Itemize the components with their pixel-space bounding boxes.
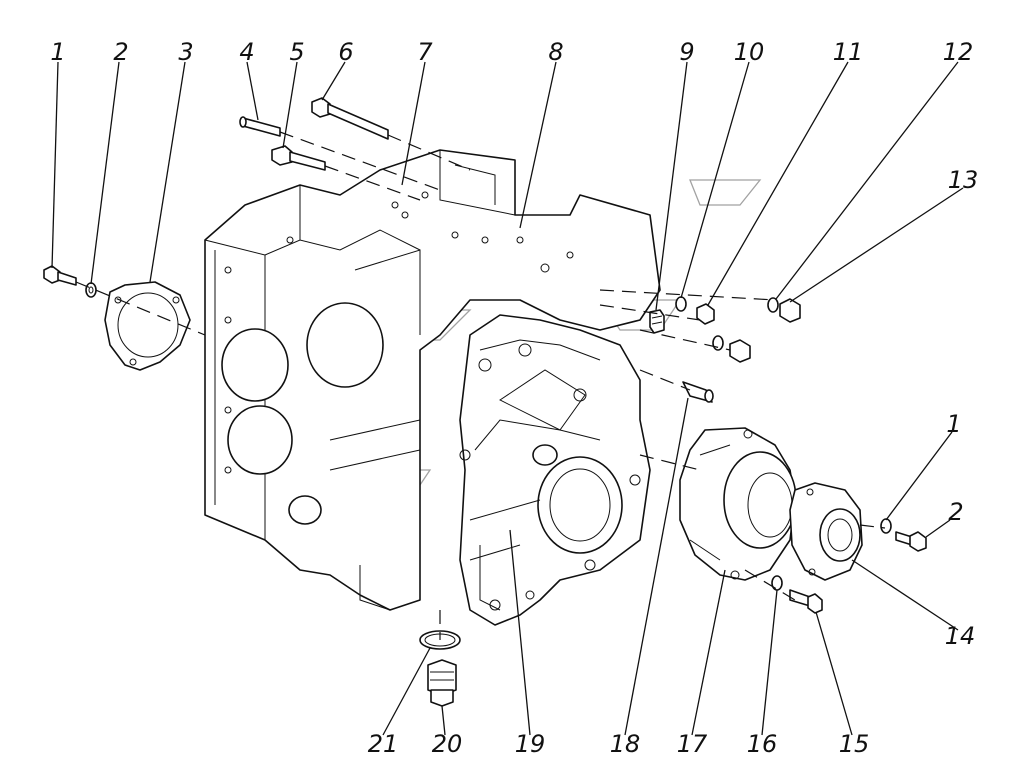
callout-labels: 1 2 3 4 5 6 7 8 9 10 11 12 13 1 2 14 15 …: [50, 38, 978, 758]
bolt-2-right: [895, 531, 927, 552]
callout-18: 18: [610, 730, 641, 758]
callout-12: 12: [943, 38, 974, 66]
callout-2-left: 2: [113, 38, 128, 66]
callout-19: 19: [515, 730, 546, 758]
callout-15: 15: [839, 730, 870, 758]
callout-2-right: 2: [948, 498, 963, 526]
drain-plug-20: [427, 659, 457, 707]
front-cover: [459, 314, 651, 626]
callout-6: 6: [338, 38, 353, 66]
callout-14: 14: [945, 622, 976, 650]
callout-20: 20: [432, 730, 463, 758]
nut-11: [696, 303, 715, 325]
callout-3: 3: [178, 38, 193, 66]
bearing-housing-17: [679, 427, 797, 581]
callout-1-right: 1: [946, 410, 961, 438]
bolt-5: [271, 145, 326, 171]
nut-11b: [729, 339, 751, 363]
washer-2-left: [85, 282, 97, 298]
callout-21: 21: [368, 730, 399, 758]
cover-14: [789, 482, 863, 581]
breather-9: [649, 309, 665, 334]
callout-11: 11: [833, 38, 864, 66]
callout-13: 13: [948, 166, 979, 194]
callout-7: 7: [417, 38, 433, 66]
callout-17: 17: [677, 730, 708, 758]
callout-16: 16: [747, 730, 778, 758]
callout-1-left: 1: [50, 38, 65, 66]
callout-10: 10: [734, 38, 765, 66]
bolt-15: [789, 589, 823, 614]
gasket-3: [104, 281, 191, 371]
leader-lines: [51, 61, 964, 736]
nut-13: [779, 298, 801, 323]
assembly-axes: [75, 131, 886, 640]
bolt-1-left: [43, 265, 77, 286]
washer-11b: [712, 335, 724, 351]
stud-4: [239, 116, 281, 137]
bolt-6: [311, 97, 389, 140]
washer-16: [771, 575, 783, 591]
stud-18: [682, 381, 714, 403]
callout-8: 8: [548, 38, 563, 66]
bolt-1-right: [880, 518, 892, 534]
callout-5: 5: [289, 38, 304, 66]
callout-9: 9: [679, 38, 694, 66]
callout-4: 4: [239, 38, 254, 66]
washer-12: [767, 297, 779, 313]
washer-10: [675, 296, 687, 312]
gearbox-housing: [204, 149, 661, 611]
